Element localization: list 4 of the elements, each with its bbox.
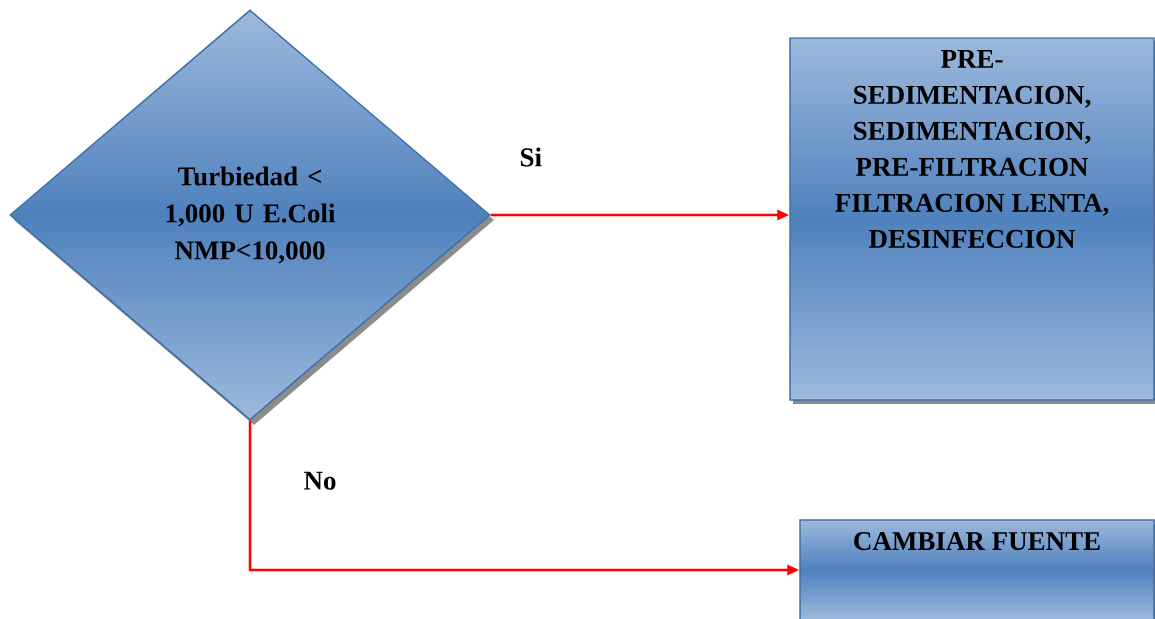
- process-box: PRE-SEDIMENTACION, SEDIMENTACION, PRE-FILTRACION FILTRACION LENTA, DESINFECCION: [789, 37, 1155, 404]
- edge-label: Si: [520, 147, 542, 167]
- edge-label: No: [304, 471, 336, 490]
- process-box: CAMBIAR FUENTE: [799, 519, 1155, 619]
